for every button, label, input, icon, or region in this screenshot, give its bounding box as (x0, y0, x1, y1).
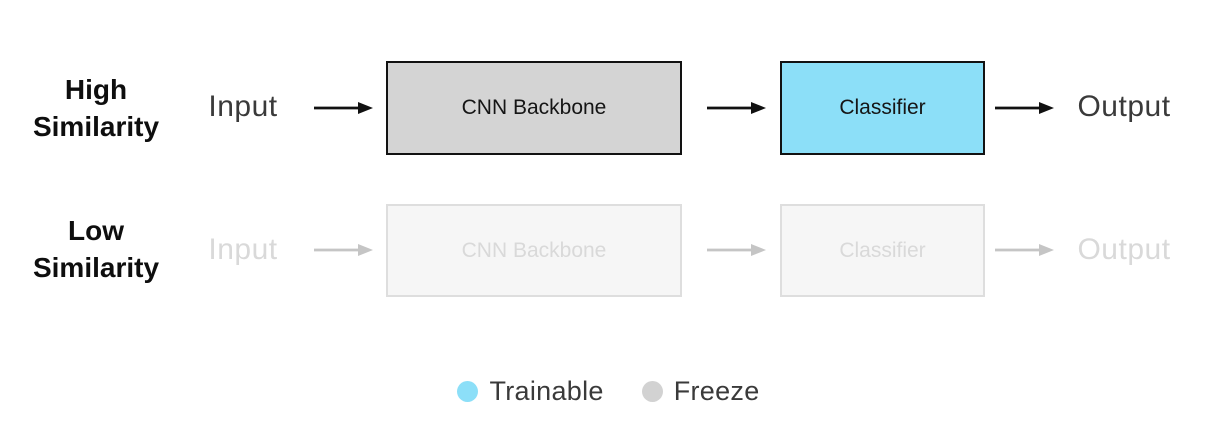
output-label-low: Output (1077, 233, 1171, 266)
classifier-label-high: Classifier (839, 96, 926, 119)
output-label-high: Output (1077, 90, 1171, 123)
right-arrow-icon (706, 100, 766, 116)
cnn-backbone-box-low: CNN Backbone (386, 204, 682, 297)
right-arrow-icon (706, 242, 766, 258)
legend-item-freeze: Freeze (641, 376, 760, 407)
right-arrow-icon (313, 100, 373, 116)
classifier-label-low: Classifier (839, 238, 926, 262)
row-label-low-line2: Similarity (32, 252, 160, 283)
right-arrow-icon (994, 242, 1054, 258)
right-arrow-icon (994, 100, 1054, 116)
cnn-backbone-label-high: CNN Backbone (461, 96, 607, 119)
legend: Trainable Freeze (0, 376, 1217, 407)
cnn-backbone-box-high: CNN Backbone (386, 61, 682, 155)
legend-item-trainable: Trainable (457, 376, 603, 407)
trainable-dot-icon (457, 381, 479, 402)
row-label-low-similarity: Low Similarity (14, 212, 178, 286)
right-arrow-icon (313, 242, 373, 258)
input-label-low: Input (208, 233, 278, 266)
input-label-high: Input (208, 90, 278, 123)
legend-label-trainable: Trainable (489, 376, 604, 406)
row-label-high-similarity: High Similarity (14, 71, 178, 145)
classifier-box-low: Classifier (780, 204, 985, 297)
row-label-low-line1: Low (68, 215, 124, 246)
cnn-backbone-label-low: CNN Backbone (461, 238, 607, 262)
row-label-high-line2: Similarity (32, 111, 160, 142)
legend-label-freeze: Freeze (673, 376, 760, 406)
row-label-high-line1: High (64, 74, 128, 105)
freeze-dot-icon (641, 381, 663, 402)
classifier-box-high: Classifier (780, 61, 985, 155)
